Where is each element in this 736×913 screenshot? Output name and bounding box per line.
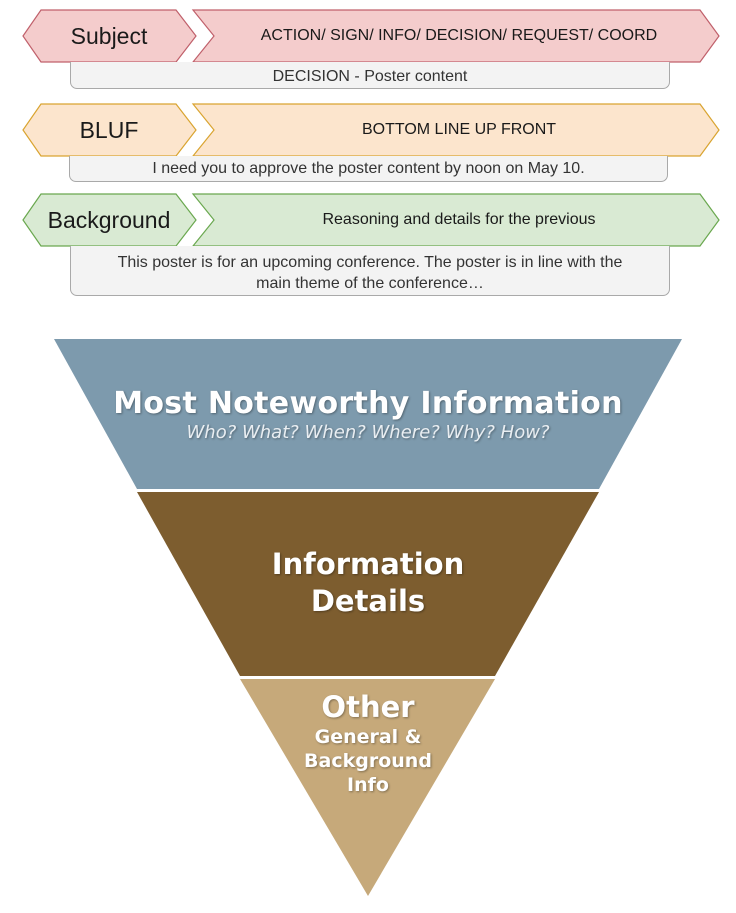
- subject-row: Subject ACTION/ SIGN/ INFO/ DECISION/ RE…: [0, 0, 736, 92]
- background-description: Reasoning and details for the previous: [322, 211, 596, 228]
- background-note: This poster is for an upcoming conferenc…: [70, 246, 670, 296]
- bluf-label-chevron: [22, 103, 720, 157]
- tier3-sub-line3: Info: [347, 774, 389, 796]
- tier2-title-line2: Details: [310, 584, 426, 618]
- tier3-sub-line1: General &: [314, 726, 422, 748]
- tier3-title: Other: [321, 690, 415, 724]
- background-label-chevron: [22, 193, 720, 247]
- tier1-title: Most Noteworthy Information: [113, 386, 623, 421]
- bluf-row: BLUF BOTTOM LINE UP FRONT I need you to …: [0, 92, 736, 184]
- subject-label-chevron: [22, 9, 720, 63]
- subject-description: ACTION/ SIGN/ INFO/ DECISION/ REQUEST/ C…: [260, 27, 658, 44]
- pyramid-tier-bottom: [240, 679, 495, 896]
- pyramid-tier-top: [54, 339, 682, 489]
- tier3-sub-line2: Background: [304, 750, 432, 772]
- background-row: Background Reasoning and details for the…: [0, 184, 736, 300]
- tier2-title-line1: Information: [271, 547, 465, 581]
- subject-note: DECISION - Poster content: [70, 62, 670, 89]
- pyramid-tier-middle: [137, 492, 599, 676]
- subject-label: Subject: [70, 22, 148, 49]
- background-label: Background: [47, 206, 171, 233]
- bluf-label: BLUF: [79, 116, 139, 143]
- tier1-subtitle: Who? What? When? Where? Why? How?: [186, 422, 550, 443]
- bluf-note: I need you to approve the poster content…: [69, 156, 668, 182]
- bluf-description: BOTTOM LINE UP FRONT: [361, 121, 557, 138]
